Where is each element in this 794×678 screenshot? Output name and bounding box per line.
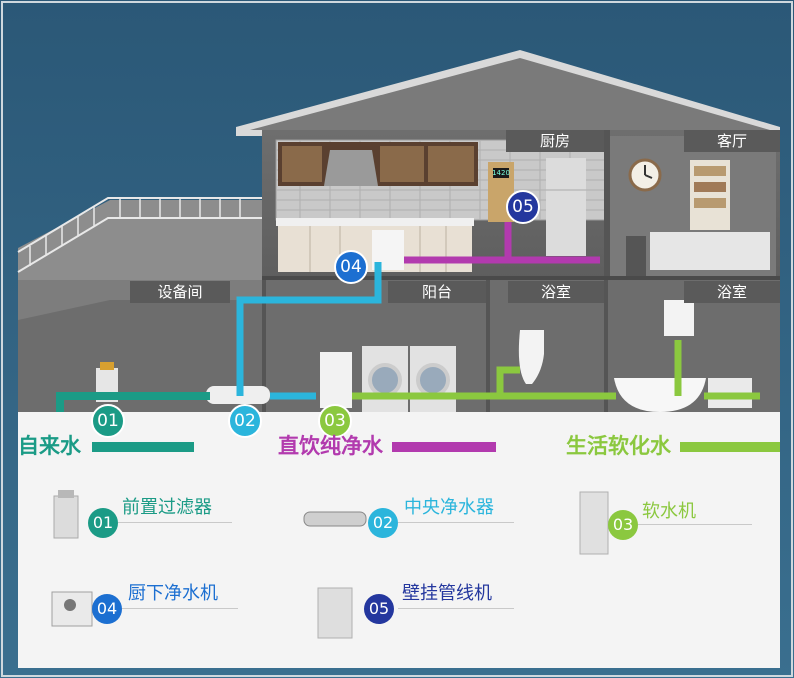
water-heater (664, 300, 694, 336)
legend-bar-softened-water (680, 442, 780, 452)
legend-tap-water: 自来水 (18, 434, 81, 458)
thumb-wall-dispenser (317, 587, 353, 639)
toilet (518, 330, 544, 384)
sofa (650, 232, 770, 270)
pipe-tap-water (56, 392, 210, 412)
pipe-drinking (404, 222, 600, 264)
product-01-underline (118, 522, 232, 523)
product-03-label[interactable]: 软水机 (642, 501, 696, 522)
marker-01[interactable]: 01 (91, 404, 125, 438)
water-softener (320, 352, 352, 408)
pipe-softened (352, 340, 760, 400)
kitchen-counter (276, 218, 474, 226)
room-label-bathroom-1: 浴室 (508, 281, 604, 303)
marker-05[interactable]: 05 (506, 190, 540, 224)
room-label-living-room: 客厅 (684, 130, 780, 152)
thumb-softener (579, 491, 609, 555)
product-02-underline (398, 522, 514, 523)
product-03-underline (638, 524, 752, 525)
product-04-underline (122, 608, 238, 609)
legend-bar-tap-water (92, 442, 194, 452)
product-02-label[interactable]: 中央净水器 (404, 497, 494, 518)
room-label-equipment-room: 设备间 (130, 281, 230, 303)
product-01-label[interactable]: 前置过滤器 (122, 497, 212, 518)
legend-bar-drinking-water (392, 442, 496, 452)
legend-panel (18, 412, 780, 668)
room-label-bathroom-2: 浴室 (684, 281, 780, 303)
legend-softened-water: 生活软化水 (566, 434, 671, 458)
product-05-label[interactable]: 壁挂管线机 (402, 583, 492, 604)
refrigerator (546, 158, 586, 256)
dispenser-display: 1420 (492, 169, 510, 177)
thumb-under-sink (51, 591, 93, 627)
product-03-badge: 03 (608, 510, 638, 540)
marker-02[interactable]: 02 (228, 404, 262, 438)
bathtub (614, 378, 706, 412)
product-02-badge: 02 (368, 508, 398, 538)
marker-04[interactable]: 04 (334, 250, 368, 284)
room-label-balcony: 阳台 (388, 281, 486, 303)
pipe-central (236, 262, 382, 400)
legend-drinking-water: 直饮纯净水 (278, 434, 383, 458)
thumb-central-purifier (303, 511, 367, 527)
product-04-label[interactable]: 厨下净水机 (128, 583, 218, 604)
product-04-badge: 04 (92, 594, 122, 624)
product-05-badge: 05 (364, 594, 394, 624)
room-label-kitchen: 厨房 (506, 130, 604, 152)
marker-03[interactable]: 03 (318, 404, 352, 438)
product-05-underline (398, 608, 514, 609)
product-01-badge: 01 (88, 508, 118, 538)
thumb-pre-filter (53, 490, 79, 539)
terrace (18, 200, 262, 282)
